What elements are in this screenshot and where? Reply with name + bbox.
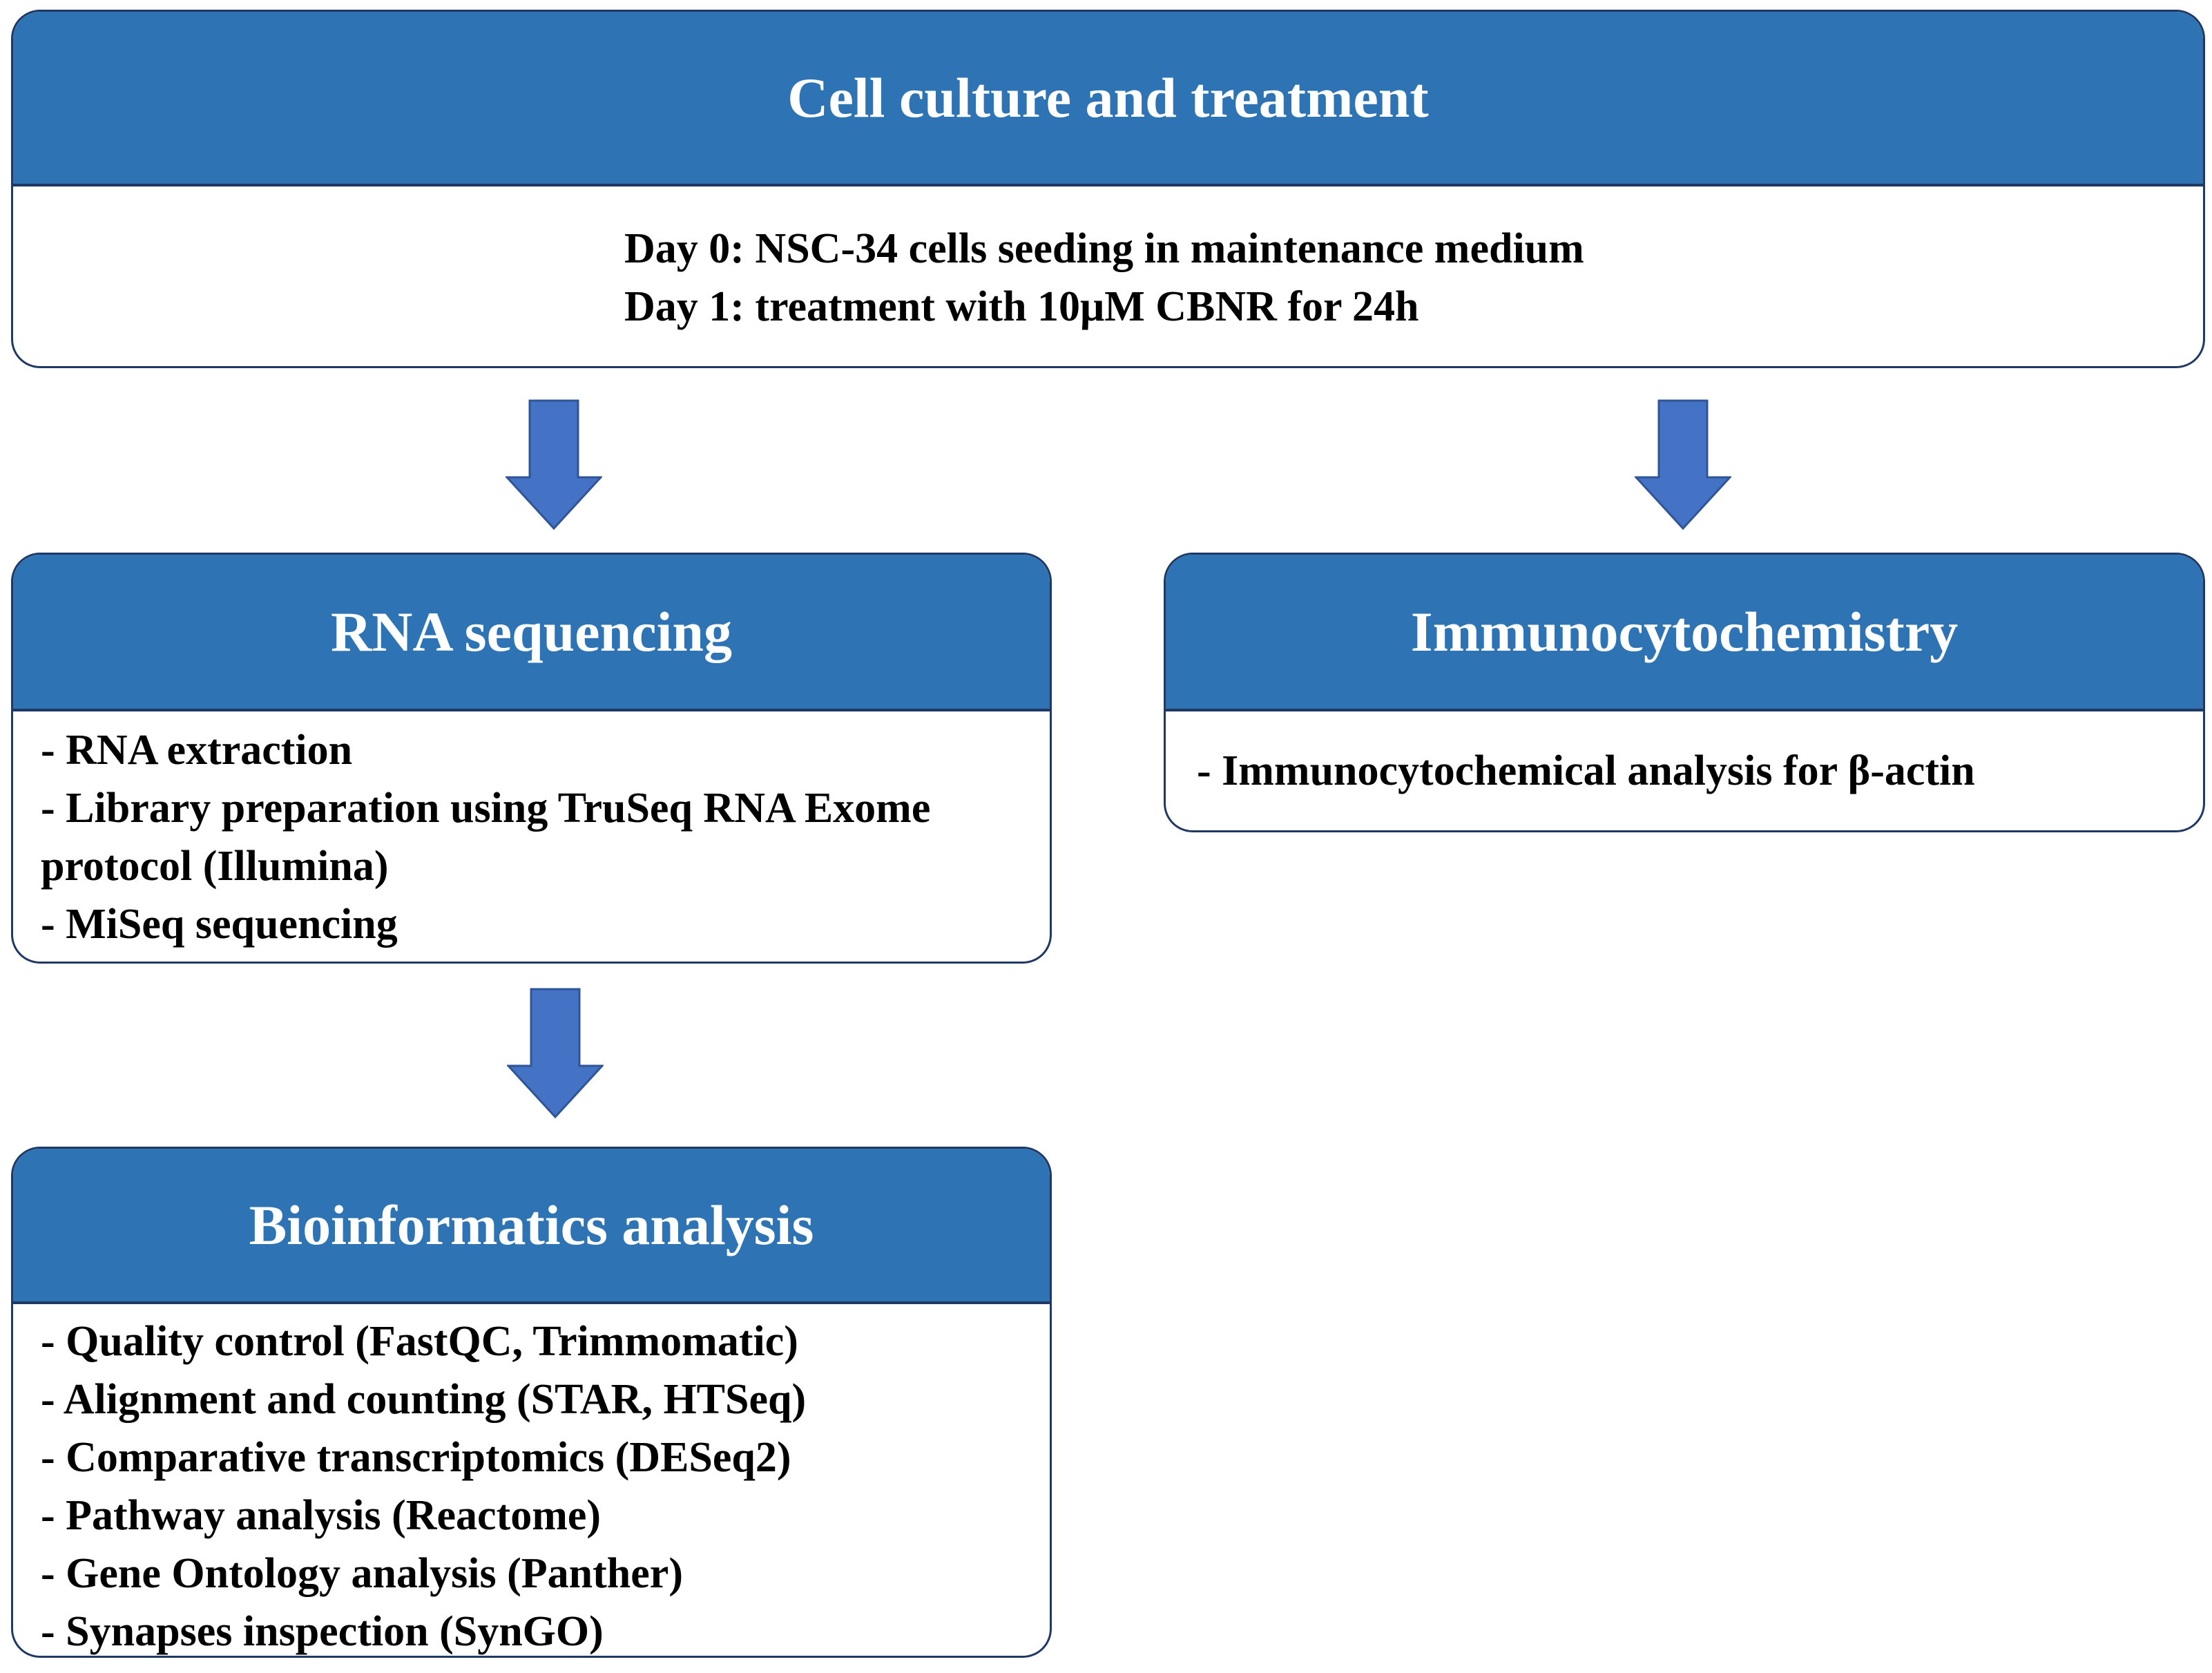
cell-culture-title: Cell culture and treatment <box>787 66 1429 129</box>
bioinformatics-body: - Quality control (FastQC, Trimmomatic) … <box>13 1304 1050 1656</box>
flow-box-immunocytochemistry: Immunocytochemistry - Immunocytochemical… <box>1164 553 2205 832</box>
list-item: - Pathway analysis (Reactome) <box>41 1492 602 1539</box>
bioinformatics-header: Bioinformatics analysis <box>13 1149 1050 1304</box>
immunocytochemistry-body: - Immunocytochemical analysis for β-acti… <box>1166 711 2203 830</box>
down-arrow-icon <box>507 988 604 1119</box>
immunocytochemistry-title: Immunocytochemistry <box>1410 600 1959 663</box>
list-item: - Gene Ontology analysis (Panther) <box>41 1550 683 1597</box>
rna-sequencing-header: RNA sequencing <box>13 555 1050 711</box>
list-item: - Synapses inspection (SynGO) <box>41 1608 604 1655</box>
list-item: - MiSeq sequencing <box>41 901 398 948</box>
flow-box-bioinformatics: Bioinformatics analysis - Quality contro… <box>11 1147 1052 1658</box>
list-item: - Quality control (FastQC, Trimmomatic) <box>41 1318 798 1365</box>
list-item: - Immunocytochemical analysis for β-acti… <box>1197 747 1975 794</box>
rna-sequencing-body: - RNA extraction - Library preparation u… <box>13 711 1050 953</box>
cell-culture-body: Day 0: NSC-34 cells seeding in maintenan… <box>13 187 2203 336</box>
cell-culture-header: Cell culture and treatment <box>13 12 2203 187</box>
rna-sequencing-title: RNA sequencing <box>331 600 732 663</box>
cell-culture-line-day1: Day 1: treatment with 10μM CBNR for 24h <box>624 283 1419 330</box>
list-item: - RNA extraction <box>41 727 353 774</box>
list-item: - Comparative transcriptomics (DESeq2) <box>41 1434 791 1481</box>
down-arrow-icon <box>506 399 602 530</box>
cell-culture-line-day0: Day 0: NSC-34 cells seeding in maintenan… <box>624 225 1584 272</box>
flow-box-rna-sequencing: RNA sequencing - RNA extraction - Librar… <box>11 553 1052 964</box>
flow-box-cell-culture: Cell culture and treatment Day 0: NSC-34… <box>11 10 2205 368</box>
list-item: - Alignment and counting (STAR, HTSeq) <box>41 1376 807 1423</box>
bioinformatics-title: Bioinformatics analysis <box>249 1193 814 1256</box>
immunocytochemistry-header: Immunocytochemistry <box>1166 555 2203 711</box>
down-arrow-icon <box>1635 399 1731 530</box>
list-item: - Library preparation using TruSeq RNA E… <box>41 785 931 890</box>
